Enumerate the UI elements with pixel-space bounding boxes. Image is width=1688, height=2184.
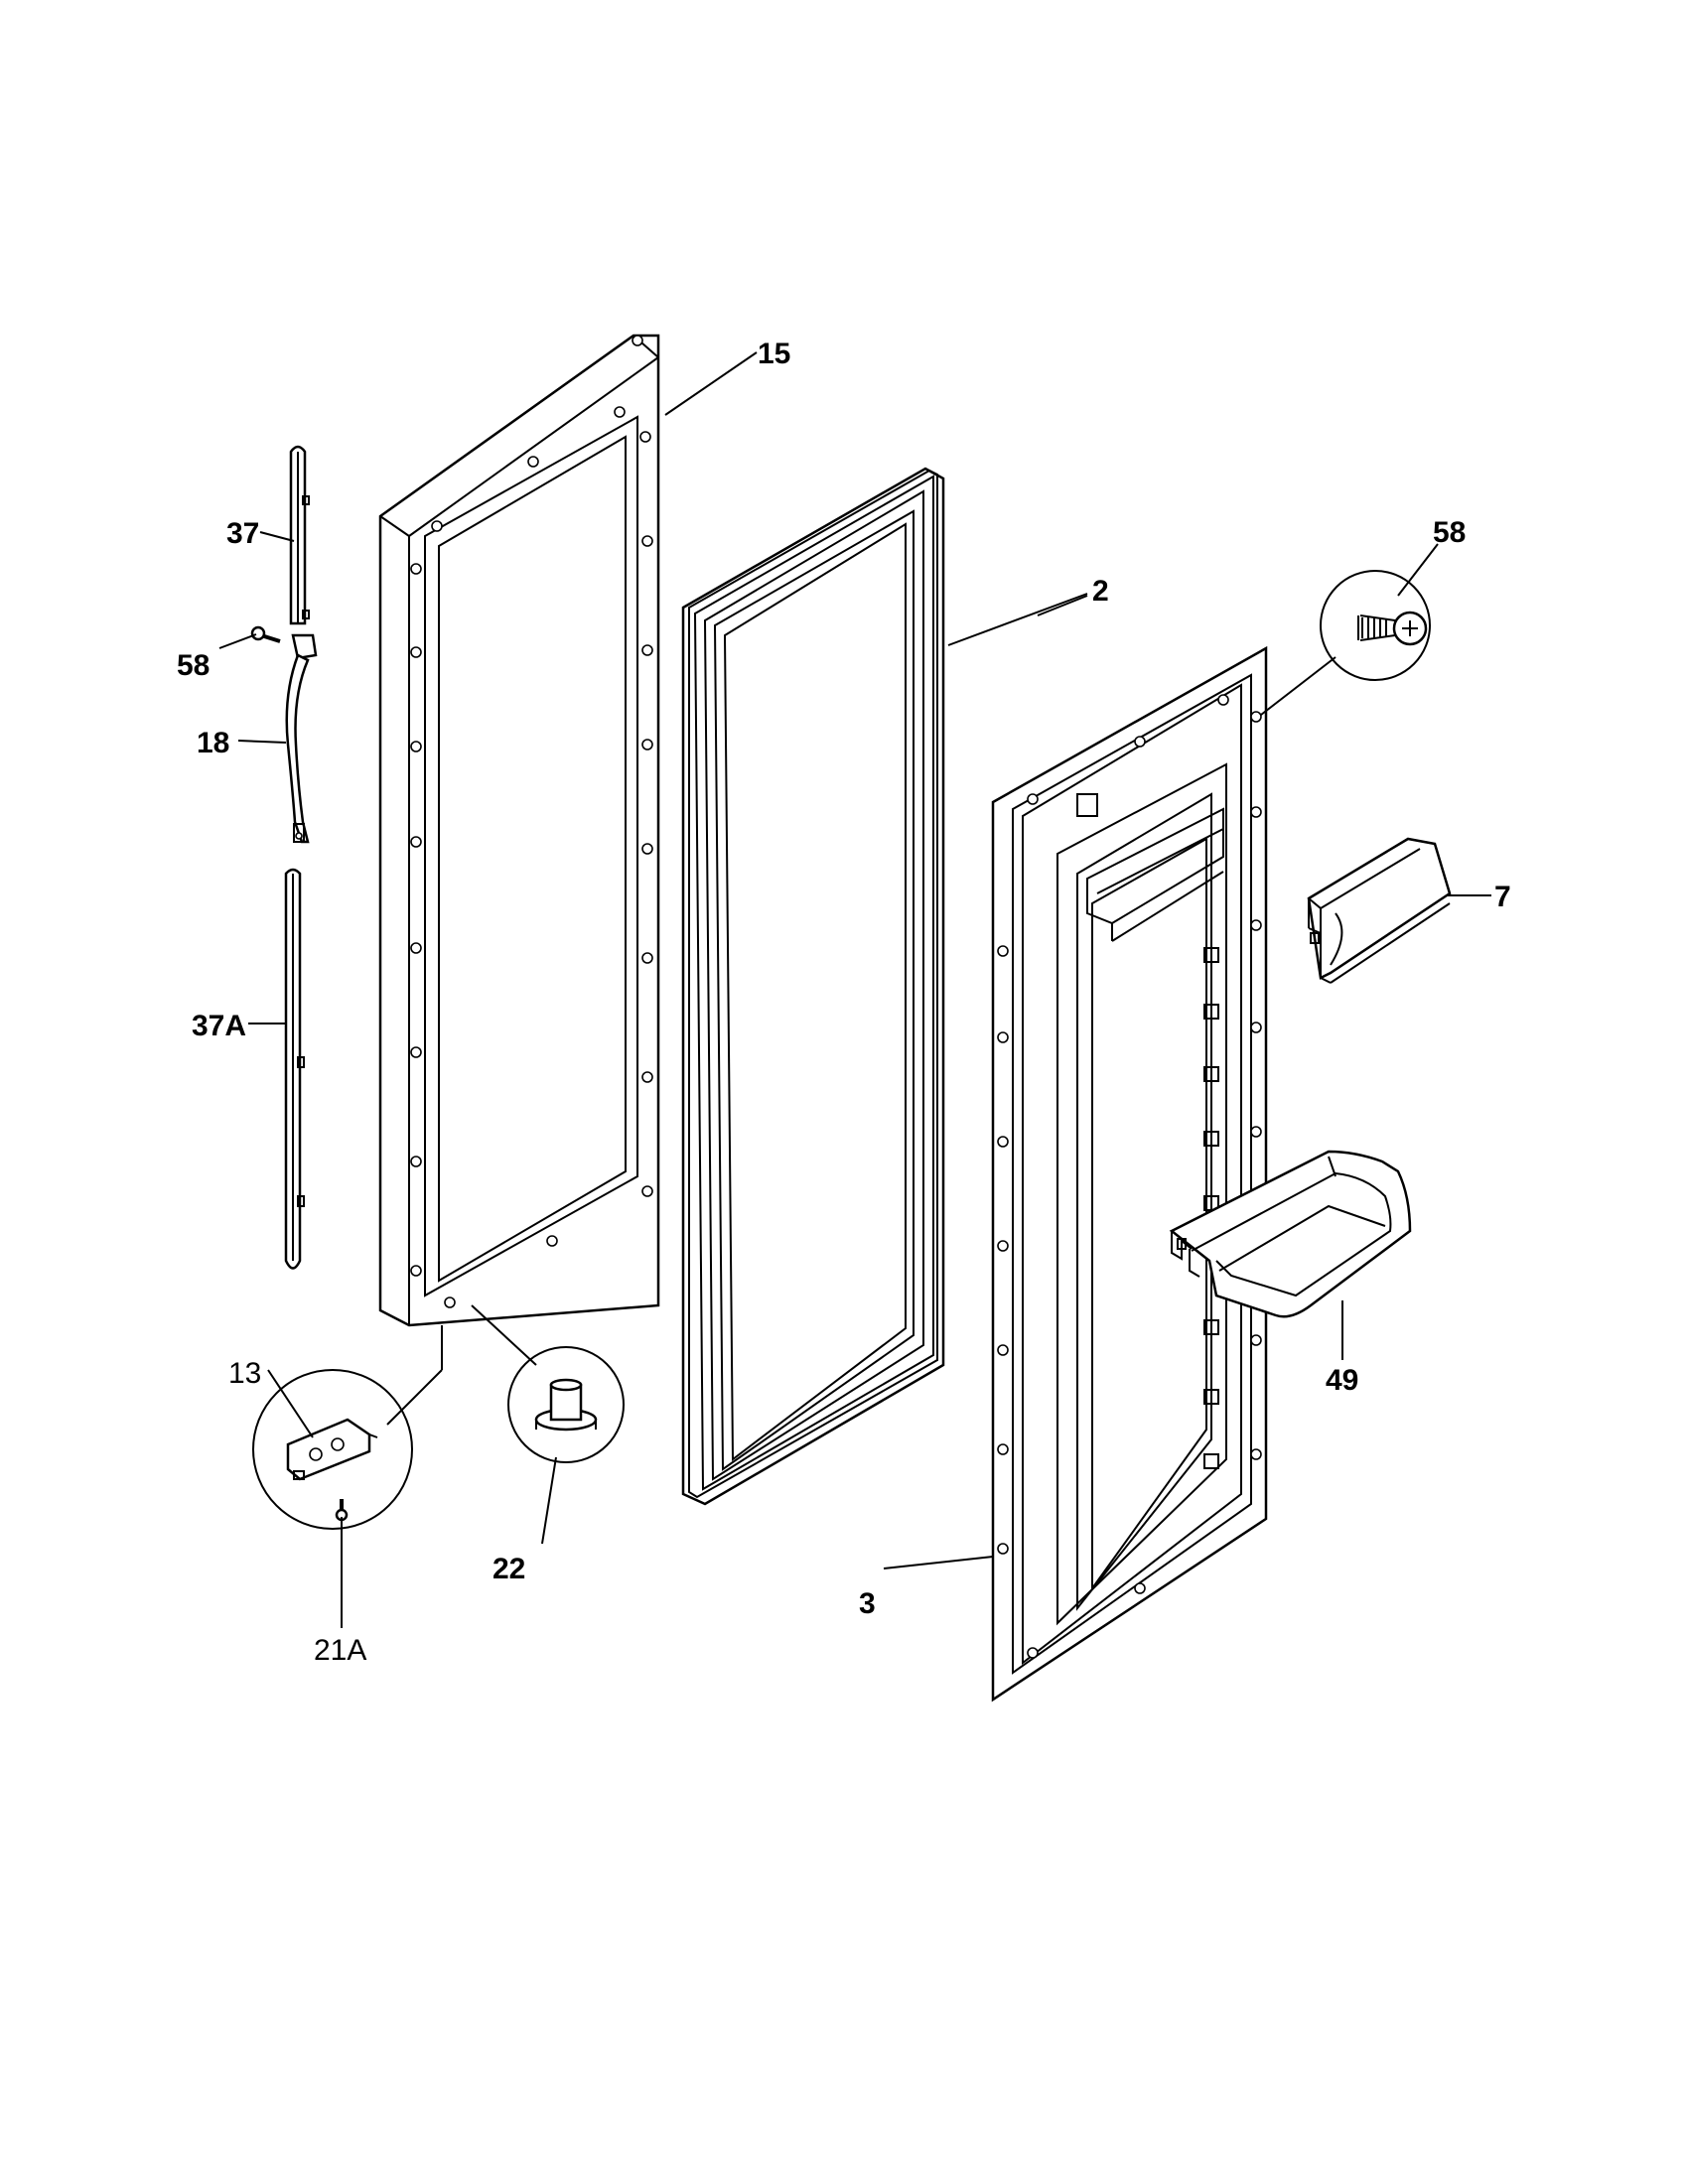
callout-7: 7 [1494, 881, 1511, 913]
frame-15-screw-holes [410, 335, 653, 1308]
detail-circle-58-screw [1320, 570, 1431, 681]
part-15-door-frame [378, 334, 660, 1327]
callout-49: 49 [1326, 1364, 1358, 1397]
callout-3: 3 [859, 1587, 876, 1620]
callout-15: 15 [758, 338, 790, 370]
callout-37a: 37A [192, 1010, 246, 1042]
callout-58-screw: 58 [177, 649, 210, 682]
part-58-screw-small [250, 625, 281, 643]
part-2-gasket [681, 467, 945, 1506]
part-3-door-liner [991, 645, 1268, 1703]
callout-labels: 15 58 2 37 58 18 7 37A 49 13 22 3 21A [177, 338, 1511, 1667]
callout-58-detail: 58 [1433, 516, 1466, 549]
liner-shelf-bosses [1203, 947, 1219, 1469]
detail-circle-22-bushing [507, 1346, 625, 1463]
detail-circle-13-hinge [252, 1369, 413, 1530]
part-37-upper-trim [289, 445, 310, 625]
callout-18: 18 [197, 727, 229, 759]
callout-2: 2 [1092, 575, 1109, 608]
part-49-door-bin [1169, 1150, 1412, 1318]
callout-37: 37 [226, 517, 259, 550]
part-18-handle [285, 633, 318, 844]
callout-21a: 21A [314, 1634, 366, 1667]
callout-22: 22 [492, 1553, 525, 1585]
liner-3-screw-holes [997, 694, 1262, 1659]
leader-lines [218, 351, 1491, 1628]
callout-13: 13 [228, 1357, 261, 1390]
part-7-rack-cover [1307, 837, 1452, 984]
part-37a-lower-trim [284, 868, 305, 1270]
